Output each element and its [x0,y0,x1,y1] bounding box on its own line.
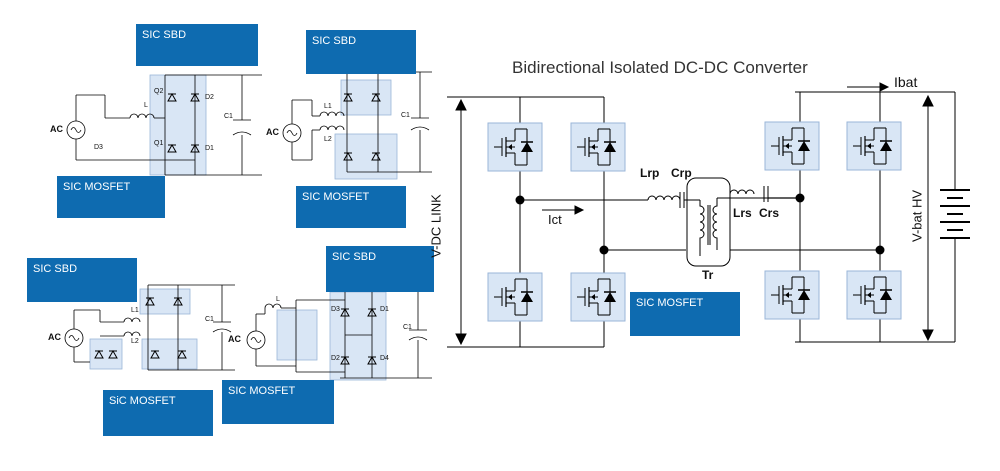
junction-dots [515,193,885,255]
d2-label-1: D2 [205,94,214,101]
ac-label-3: AC [48,332,61,342]
c1-label-2: C1 [401,112,410,119]
ibat-label: Ibat [894,74,918,90]
q1-label-1: Q1 [154,140,164,147]
callout-sic-sbd-2: SIC SBD [306,30,416,74]
callout-sic-sbd-3: SIC SBD [27,258,137,302]
tr-label: Tr [702,268,714,282]
callout-sic-mosfet-5: SIC MOSFET [630,292,740,336]
circuit-1 [66,74,262,176]
circuit-4 [246,289,432,381]
callout-sic-mosfet-2: SIC MOSFET [296,186,406,228]
diagram-title: Bidirectional Isolated DC-DC Converter [512,58,808,77]
l2-label-2: L2 [324,136,332,143]
l2-label-3: L2 [131,338,139,345]
d1-label-4: D1 [380,306,389,313]
callout-sic-mosfet-1: SIC MOSFET [57,176,165,218]
callout-sic-mosfet-4: SIC MOSFET [222,380,334,424]
vbat-hv-label: V-bat HV [909,189,925,243]
callout-sic-sbd-4: SIC SBD [326,246,434,292]
lrs-label: Lrs [733,206,752,220]
d3-label-4: D3 [331,306,340,313]
callout-sic-sbd-1: SIC SBD [136,24,258,66]
ac-label-2: AC [266,127,279,137]
vdc-link-label: V-DC LINK [428,194,444,258]
l1-label-3: L1 [131,307,139,314]
c1-label-1: C1 [224,113,233,120]
crs-label: Crs [759,206,780,220]
circuit-2 [282,71,432,180]
inductor-label-1: L [144,102,148,109]
d2-label-4: D2 [331,355,340,362]
callout-sic-mosfet-3: SiC MOSFET [103,390,213,436]
inductor-label-4: L [276,296,280,303]
d4-label-4: D4 [380,355,389,362]
ac-label-4: AC [228,334,241,344]
d1-label-1: D1 [205,145,214,152]
ac-label-1: AC [50,124,63,134]
lrp-label: Lrp [640,166,660,180]
crp-label: Crp [671,166,692,180]
c1-label-4: C1 [403,324,412,331]
c1-label-3: C1 [205,316,214,323]
l1-label-2: L1 [324,103,332,110]
ict-label: Ict [548,212,562,227]
d3-label-1: D3 [94,144,103,151]
q2-label-1: Q2 [154,88,164,95]
